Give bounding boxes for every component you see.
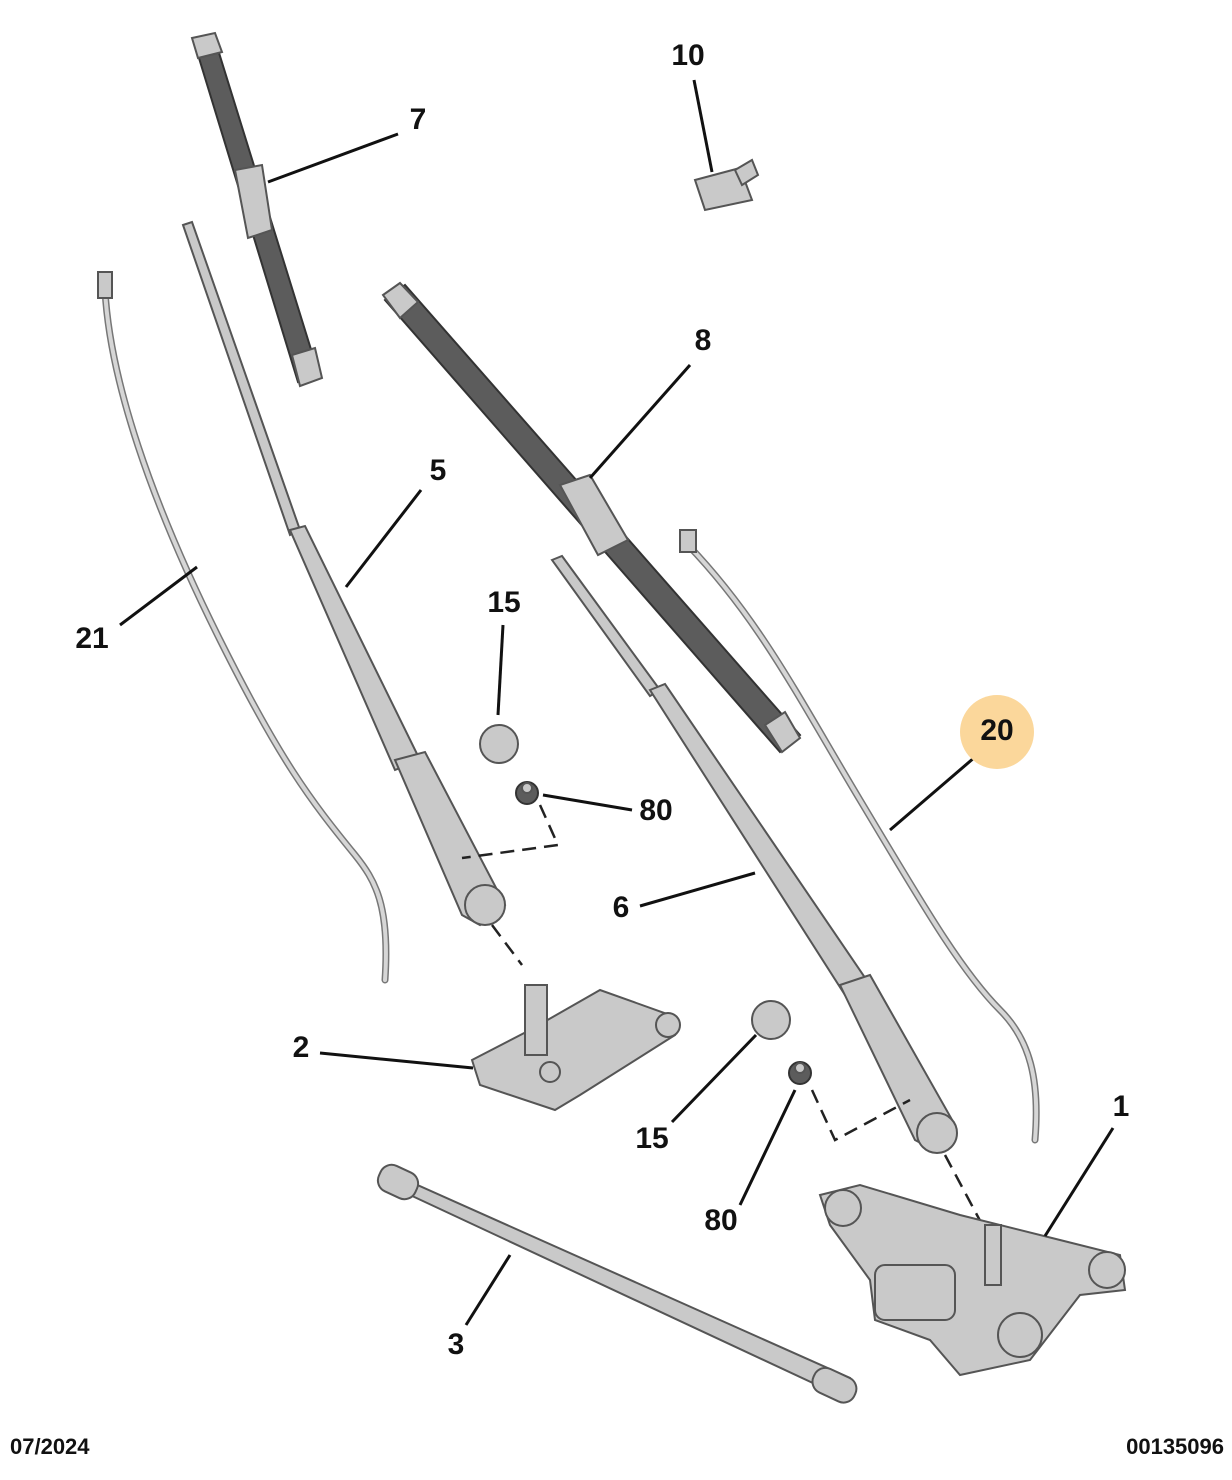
pivot-2[interactable]: [470, 984, 681, 1112]
label-21[interactable]: 21: [75, 622, 108, 655]
wiper-blade-8[interactable]: [381, 281, 802, 754]
washer-hose-20[interactable]: [679, 529, 1040, 1144]
wiper-motor-1[interactable]: [818, 1183, 1127, 1377]
label-15a[interactable]: 15: [487, 586, 520, 619]
nut-80a[interactable]: [515, 781, 539, 805]
footer-date: 07/2024: [10, 1434, 90, 1459]
label-6[interactable]: 6: [613, 891, 630, 924]
label-20[interactable]: 20: [980, 714, 1013, 747]
label-10[interactable]: 10: [671, 39, 704, 72]
label-3[interactable]: 3: [448, 1328, 465, 1361]
label-8[interactable]: 8: [695, 324, 712, 357]
link-rod-3[interactable]: [374, 1161, 860, 1407]
label-1[interactable]: 1: [1113, 1090, 1130, 1123]
label-15b[interactable]: 15: [635, 1122, 668, 1155]
nut-80b[interactable]: [788, 1061, 812, 1085]
label-5[interactable]: 5: [430, 454, 447, 487]
cap-15b[interactable]: [751, 1000, 791, 1040]
label-7[interactable]: 7: [410, 103, 427, 136]
connector-10[interactable]: [693, 158, 760, 212]
wiper-arm-6[interactable]: [550, 554, 958, 1154]
wiper-blade-7[interactable]: [190, 31, 324, 388]
label-80a[interactable]: 80: [639, 794, 672, 827]
highlight-marker: [960, 695, 1034, 769]
leader-lines: [119, 79, 1115, 1326]
label-80b[interactable]: 80: [704, 1204, 737, 1237]
footer-reference: 00135096: [1126, 1434, 1224, 1459]
label-2[interactable]: 2: [293, 1031, 310, 1064]
washer-hose-21[interactable]: [97, 271, 390, 984]
cap-15a[interactable]: [479, 724, 519, 764]
wiper-arm-5[interactable]: [181, 220, 507, 927]
